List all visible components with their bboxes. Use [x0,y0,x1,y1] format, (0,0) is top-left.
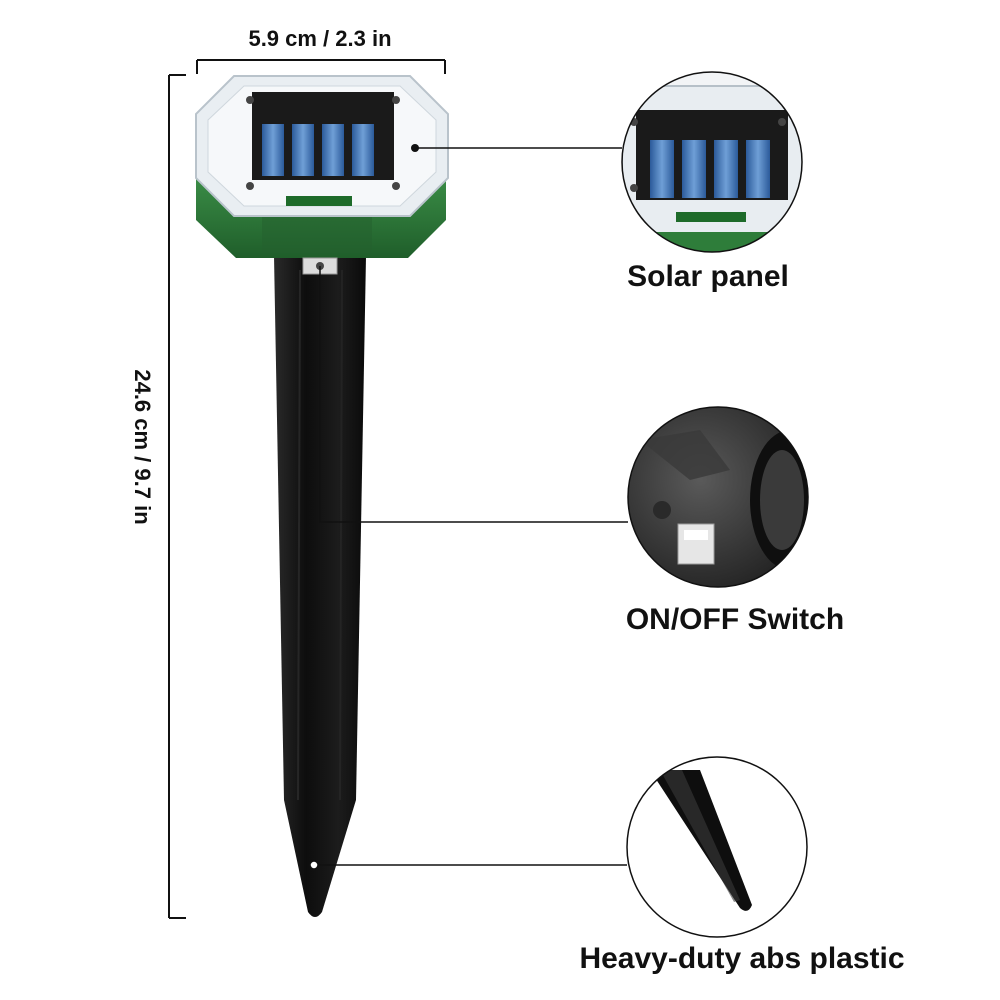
switch-label: ON/OFF Switch [625,603,845,636]
switch-leader-line [319,266,628,523]
width-dimension-bracket [196,59,446,74]
width-dimension-label: 5.9 cm / 2.3 in [248,26,392,51]
stake-tip-closeup [626,756,808,938]
solar-leader-line [411,144,622,152]
solar-panel-closeup [621,71,803,253]
plastic-label: Heavy-duty abs plastic [579,942,905,975]
height-dimension-label: 24.6 cm / 9.7 in [130,369,155,525]
tip-leader-line [309,860,627,870]
ground-stake [274,256,366,917]
solar-panel-lid [195,75,449,217]
solar-panel-label: Solar panel [627,260,789,293]
height-dimension-bracket [168,74,186,919]
switch-closeup [627,406,809,588]
